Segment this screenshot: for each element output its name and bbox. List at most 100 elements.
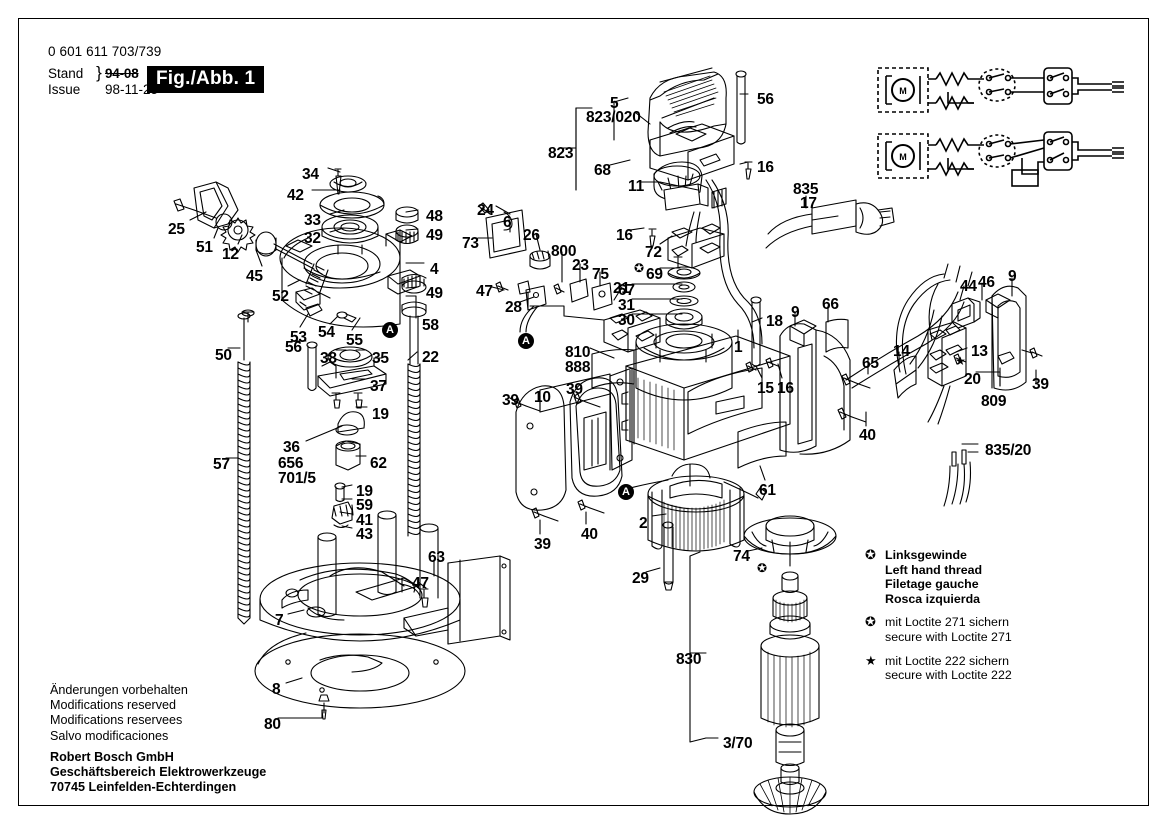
part-callout-835: 835 bbox=[793, 181, 819, 198]
part-callout-74: 74 bbox=[733, 548, 750, 565]
part-callout-26: 26 bbox=[523, 227, 540, 244]
part-callout-47: 47 bbox=[476, 283, 493, 300]
part-callout-888: 888 bbox=[565, 359, 591, 376]
legend-2-line-1: secure with Loctite 222 bbox=[885, 668, 1012, 683]
header-dates: Stand } 94-08 Issue } 98-11-25 bbox=[48, 63, 159, 98]
part-callout-809: 809 bbox=[981, 393, 1007, 410]
part-callout-67: 67 bbox=[618, 282, 635, 299]
legend-group-loctite-271: ✪ mit Loctite 271 sichern secure with Lo… bbox=[865, 615, 1012, 644]
part-callout-21: 21 bbox=[613, 280, 630, 297]
footer-line-1: Modifications reserved bbox=[50, 698, 176, 713]
brace-top-icon: } bbox=[96, 63, 102, 82]
part-callout-656: 656 bbox=[278, 455, 304, 472]
left-hand-thread-icon: ✪ bbox=[865, 547, 876, 562]
part-callout-830: 830 bbox=[676, 651, 702, 668]
figure-label-badge: Fig./Abb. 1 bbox=[147, 66, 265, 93]
part-callout-46: 46 bbox=[978, 274, 995, 291]
legend-group-left-hand-thread: ✪ Linksgewinde Left hand thread Filetage… bbox=[865, 547, 1012, 606]
part-callout-2: 2 bbox=[639, 515, 648, 532]
part-callout-47: 47 bbox=[412, 575, 429, 592]
legend-2-line-0: mit Loctite 222 sichern bbox=[885, 653, 1009, 668]
part-callout-40: 40 bbox=[581, 526, 598, 543]
inline-marker-icon: ✪ bbox=[634, 261, 645, 275]
part-callout-5: 5 bbox=[610, 95, 619, 112]
part-callout-15: 15 bbox=[757, 380, 774, 397]
legend-0-line-0: Linksgewinde bbox=[885, 548, 967, 562]
part-callout-59: 59 bbox=[356, 497, 373, 514]
part-callout-58: 58 bbox=[422, 317, 439, 334]
part-callout-835-20: 835/20 bbox=[985, 442, 1032, 459]
part-callout-39: 39 bbox=[1032, 376, 1049, 393]
part-callout-56: 56 bbox=[757, 91, 774, 108]
part-callout-56: 56 bbox=[285, 339, 302, 356]
part-callout-52: 52 bbox=[272, 288, 289, 305]
part-callout-19: 19 bbox=[372, 406, 389, 423]
part-callout-66: 66 bbox=[822, 296, 839, 313]
part-callout-701-5: 701/5 bbox=[278, 470, 316, 487]
part-callout-9: 9 bbox=[791, 304, 800, 321]
part-callout-810: 810 bbox=[565, 344, 591, 361]
part-callout-31: 31 bbox=[618, 297, 635, 314]
header-part-number: 0 601 611 703/739 bbox=[48, 44, 162, 59]
stand-date: 94-08 bbox=[105, 66, 139, 81]
part-callout-35: 35 bbox=[372, 350, 389, 367]
part-callout-18: 18 bbox=[766, 313, 783, 330]
part-callout-6: 6 bbox=[503, 214, 512, 231]
footer-company-2: 70745 Leinfelden-Echterdingen bbox=[50, 780, 237, 795]
part-callout-39: 39 bbox=[566, 381, 583, 398]
part-callout-49: 49 bbox=[426, 285, 443, 302]
part-callout-23: 23 bbox=[572, 257, 589, 274]
part-callout-39: 39 bbox=[502, 392, 519, 409]
section-marker-a: A bbox=[618, 484, 634, 500]
footer-line-3: Salvo modificaciones bbox=[50, 728, 169, 743]
part-callout-16: 16 bbox=[616, 227, 633, 244]
part-callout-68: 68 bbox=[594, 162, 611, 179]
footer-company-1: Geschäftsbereich Elektrowerkzeuge bbox=[50, 765, 267, 780]
part-callout-20: 20 bbox=[964, 371, 981, 388]
part-callout-73: 73 bbox=[462, 235, 479, 252]
part-callout-25: 25 bbox=[168, 221, 185, 238]
part-callout-61: 61 bbox=[759, 482, 776, 499]
footer-line-0: Änderungen vorbehalten bbox=[50, 683, 188, 697]
part-callout-62: 62 bbox=[370, 455, 387, 472]
part-callout-12: 12 bbox=[222, 246, 239, 263]
part-callout-22: 22 bbox=[422, 349, 439, 366]
part-callout-16: 16 bbox=[757, 159, 774, 176]
loctite-222-icon: ★ bbox=[865, 652, 877, 668]
part-callout-17: 17 bbox=[800, 195, 817, 212]
part-callout-72: 72 bbox=[645, 244, 662, 261]
part-callout-54: 54 bbox=[318, 324, 335, 341]
loctite-271-icon: ✪ bbox=[865, 614, 876, 630]
part-callout-30: 30 bbox=[618, 312, 635, 329]
part-callout-49: 49 bbox=[426, 227, 443, 244]
part-callout-28: 28 bbox=[505, 299, 522, 316]
part-callout-53: 53 bbox=[290, 329, 307, 346]
part-callout-41: 41 bbox=[356, 512, 373, 529]
part-callout-48: 48 bbox=[426, 208, 443, 225]
part-callout-8: 8 bbox=[272, 681, 281, 698]
legend-1-line-0: mit Loctite 271 sichern bbox=[885, 615, 1009, 630]
footer-line-2: Modifications reservees bbox=[50, 713, 183, 728]
part-callout-80: 80 bbox=[264, 716, 281, 733]
page-border bbox=[18, 18, 1149, 806]
issue-label: Issue bbox=[48, 82, 81, 97]
part-callout-823: 823 bbox=[548, 145, 574, 162]
part-callout-51: 51 bbox=[196, 239, 213, 256]
part-callout-55: 55 bbox=[346, 332, 363, 349]
part-callout-10: 10 bbox=[534, 389, 551, 406]
legend-1-line-1: secure with Loctite 271 bbox=[885, 629, 1012, 644]
part-callout-50: 50 bbox=[215, 347, 232, 364]
part-callout-37: 37 bbox=[370, 378, 387, 395]
part-callout-32: 32 bbox=[304, 230, 321, 247]
part-callout-45: 45 bbox=[246, 268, 263, 285]
wiring-diagram-1: M bbox=[877, 67, 1124, 113]
part-callout-57: 57 bbox=[213, 456, 230, 473]
part-callout-19: 19 bbox=[356, 483, 373, 500]
part-callout-44: 44 bbox=[960, 278, 977, 295]
header-part-number-block: 0 601 611 703/739 bbox=[48, 44, 348, 60]
issue-date: 98-11-25 bbox=[105, 82, 159, 97]
part-callout-38: 38 bbox=[320, 350, 337, 367]
part-callout-63: 63 bbox=[428, 549, 445, 566]
